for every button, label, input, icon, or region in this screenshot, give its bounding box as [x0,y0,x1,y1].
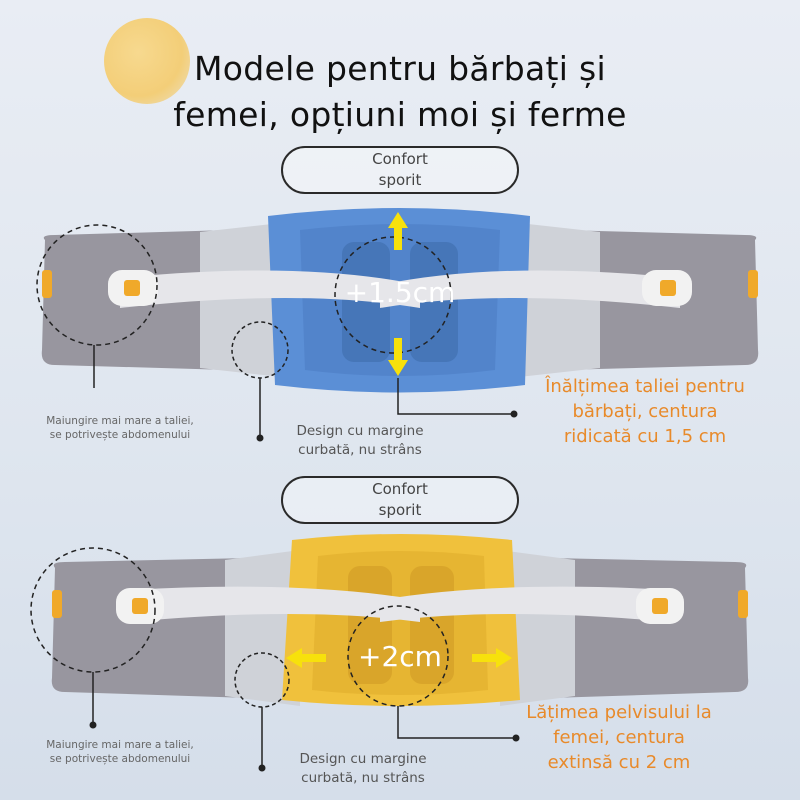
women-width-highlight: Lățimea pelvisului la femei, centura ext… [494,700,744,775]
men-height-highlight: Înălțimea taliei pentru bărbați, centura… [520,374,770,449]
curved-edge-note-bottom: Design cu margine curbată, nu strâns [273,750,453,788]
sun-decoration [104,18,190,104]
belt-illustration-bottom [0,530,800,772]
waist-note-line-1: Maiungire mai mare a taliei, [46,739,194,751]
pill-line-1: Confort [372,480,428,498]
curved-edge-note-top: Design cu margine curbată, nu strâns [270,422,450,460]
highlight-line-3: ridicată cu 1,5 cm [563,426,727,447]
comfort-pill-bottom: Confort sporit [281,476,519,524]
highlight-line-1: Lățimea pelvisului la [526,702,712,723]
waist-note-line-1: Maiungire mai mare a taliei, [46,415,194,427]
curved-note-line-1: Design cu margine [296,423,424,439]
curved-note-line-2: curbată, nu strâns [298,442,422,458]
width-increase-value: +2cm [358,640,442,673]
waist-note-bottom: Maiungire mai mare a taliei, se potriveș… [20,738,220,766]
title-line-2: femei, opțiuni moi și ferme [173,95,627,134]
highlight-line-3: extinsă cu 2 cm [547,752,691,773]
belt-svg-top [36,208,759,442]
comfort-pill-top: Confort sporit [281,146,519,194]
highlight-line-1: Înălțimea taliei pentru [545,376,745,397]
height-increase-value: +1.5cm [344,276,456,309]
pill-line-2: sporit [378,501,422,519]
waist-note-line-2: se potrivește abdomenului [49,753,191,765]
waist-note-line-2: se potrivește abdomenului [49,429,191,441]
pill-line-2: sporit [378,171,422,189]
page-title: Modele pentru bărbați și femei, opțiuni … [0,46,800,138]
highlight-line-2: femei, centura [553,727,685,748]
belt-svg-bottom [30,534,749,772]
waist-note-top: Maiungire mai mare a taliei, se potriveș… [20,414,220,442]
belt-illustration-top [0,200,800,442]
pill-line-1: Confort [372,150,428,168]
curved-note-line-1: Design cu margine [299,751,427,767]
title-line-1: Modele pentru bărbați și [193,49,606,88]
highlight-line-2: bărbați, centura [572,401,718,422]
curved-note-line-2: curbată, nu strâns [301,770,425,786]
